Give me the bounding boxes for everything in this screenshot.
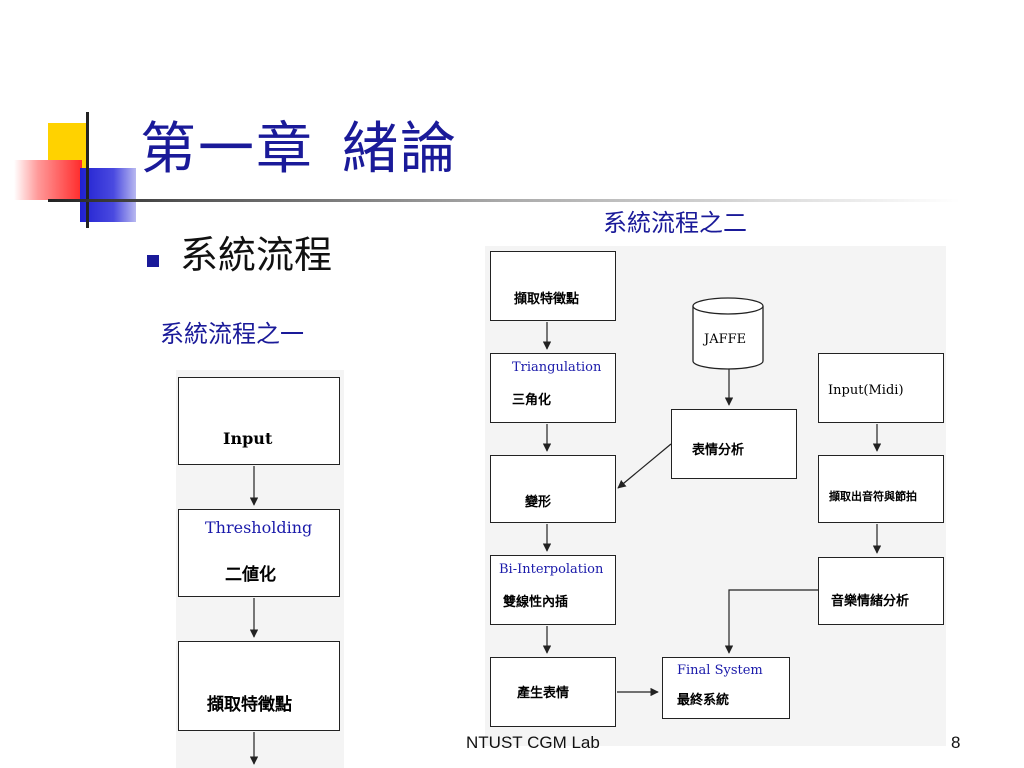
flow2-jaffe-label: JAFFE bbox=[704, 332, 747, 347]
flow1-threshold-en: Thresholding bbox=[205, 518, 313, 537]
flow2-expression-analysis-box: 表情分析 bbox=[671, 409, 797, 479]
flow2-caption: 系統流程之二 bbox=[603, 209, 747, 237]
flow2-music-emotion-label: 音樂情緒分析 bbox=[831, 594, 910, 609]
database-cylinder-icon bbox=[692, 297, 764, 370]
flow2-input-midi-label: Input(Midi) bbox=[828, 383, 904, 398]
deco-red-bar bbox=[14, 160, 82, 200]
flow1-input-box: Input bbox=[178, 377, 340, 465]
flow2-final-system-en: Final System bbox=[677, 663, 763, 678]
deco-vertical-line bbox=[86, 112, 89, 228]
flow2-triangulation-zh: 三角化 bbox=[512, 393, 552, 408]
bullet-text: 系統流程 bbox=[180, 233, 333, 277]
arrow-music-emotion-to-final bbox=[724, 589, 818, 654]
arrow-expression-to-deform bbox=[617, 443, 672, 489]
title-part-1: 第一章 bbox=[140, 117, 314, 182]
flow1-extract-box: 擷取特徵點 bbox=[178, 641, 340, 731]
flow2-generate-label: 產生表情 bbox=[517, 686, 570, 701]
footer-label: NTUST CGM Lab bbox=[466, 733, 600, 752]
flow2-extract-notes-box: 擷取出音符與節拍 bbox=[818, 455, 944, 523]
flow2-bi-interpolation-box: Bi-Interpolation 雙線性內插 bbox=[490, 555, 616, 625]
flow2-final-system-box: Final System 最終系統 bbox=[662, 657, 790, 719]
flow2-generate-box: 產生表情 bbox=[490, 657, 616, 727]
flow2-deform-label: 變形 bbox=[525, 495, 552, 510]
flow2-bi-interpolation-zh: 雙線性內插 bbox=[503, 595, 569, 610]
flow1-threshold-zh: 二値化 bbox=[225, 565, 276, 585]
flow2-music-emotion-box: 音樂情緒分析 bbox=[818, 557, 944, 625]
flow2-triangulation-en: Triangulation bbox=[512, 360, 602, 375]
bullet-square bbox=[147, 255, 159, 267]
slide-title: 第一章緒論 bbox=[140, 122, 458, 178]
flow1-threshold-box: Thresholding 二値化 bbox=[178, 509, 340, 597]
flow1-input-label: Input bbox=[223, 429, 273, 448]
deco-horizontal-line bbox=[48, 199, 960, 202]
flow2-bi-interpolation-en: Bi-Interpolation bbox=[499, 562, 604, 577]
flow2-extract-box: 擷取特徵點 bbox=[490, 251, 616, 321]
flow2-triangulation-box: Triangulation 三角化 bbox=[490, 353, 616, 423]
page-number: 8 bbox=[951, 733, 961, 752]
flow2-input-midi-box: Input(Midi) bbox=[818, 353, 944, 423]
flow1-caption: 系統流程之一 bbox=[160, 320, 304, 348]
flow2-extract-notes-label: 擷取出音符與節拍 bbox=[829, 490, 917, 503]
flow2-extract-label: 擷取特徵點 bbox=[514, 292, 580, 307]
deco-blue-square bbox=[80, 168, 136, 222]
flow2-expression-analysis-label: 表情分析 bbox=[692, 443, 745, 458]
title-part-2: 緒論 bbox=[342, 117, 458, 182]
flow2-final-system-zh: 最終系統 bbox=[677, 693, 730, 708]
flow1-extract-label: 擷取特徵點 bbox=[207, 695, 292, 715]
flow2-deform-box: 變形 bbox=[490, 455, 616, 523]
